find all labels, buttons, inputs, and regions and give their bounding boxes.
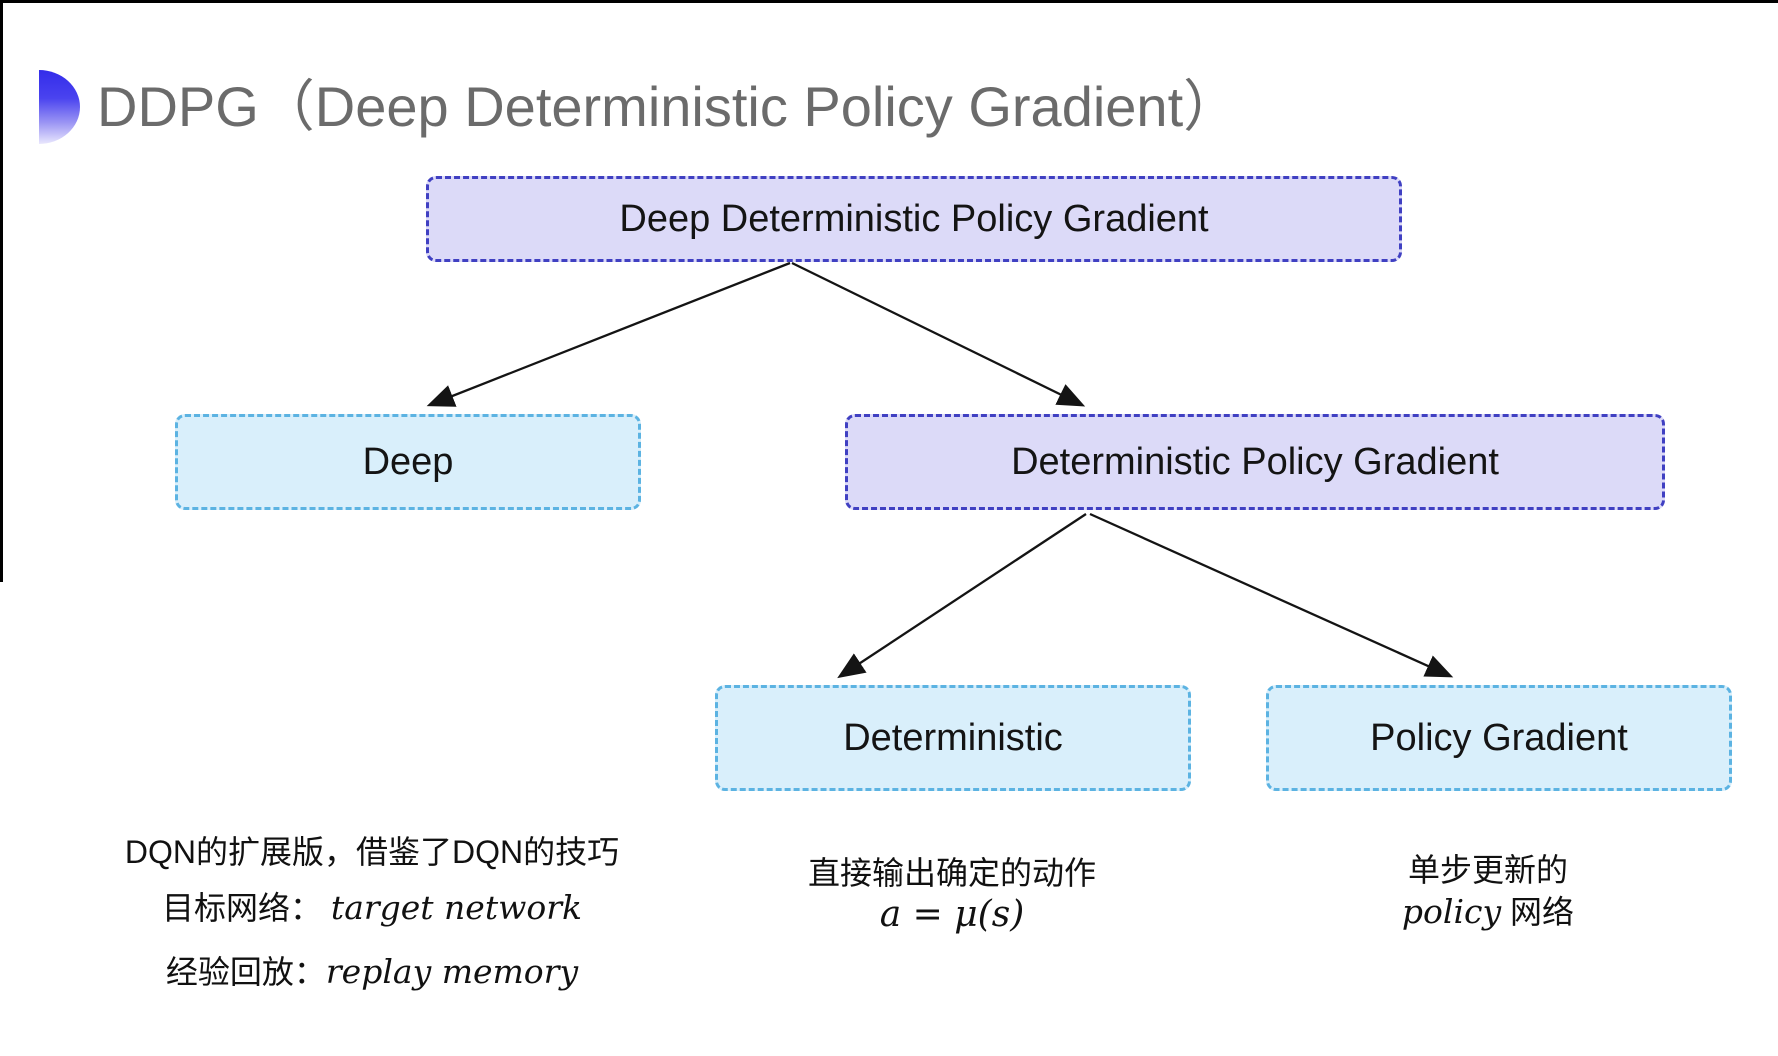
node-deep-deterministic-policy-gradient: Deep Deterministic Policy Gradient bbox=[426, 176, 1402, 262]
blue-semicircle-icon bbox=[39, 70, 80, 144]
note-policy-gradient-line2: policy 网络 bbox=[1402, 892, 1574, 932]
note-zh: 经验回放： bbox=[165, 954, 326, 990]
node-deterministic: Deterministic bbox=[715, 685, 1191, 791]
note-deep-line3: 经验回放：replay memory bbox=[166, 952, 578, 992]
arrow-ddpg-to-deep bbox=[426, 261, 791, 407]
note-deterministic-formula: a = μ(s) bbox=[879, 894, 1025, 935]
node-label: Deterministic Policy Gradient bbox=[1011, 440, 1499, 483]
note-policy-gradient-line1: 单步更新的 bbox=[1407, 852, 1569, 888]
note-zh: 网络 bbox=[1510, 894, 1575, 930]
node-label: Deterministic bbox=[843, 716, 1063, 759]
node-policy-gradient: Policy Gradient bbox=[1266, 685, 1732, 791]
note-en: replay memory bbox=[325, 952, 579, 991]
note-en: target network bbox=[330, 888, 582, 927]
note-deterministic-line1: 直接输出确定的动作 bbox=[807, 855, 1097, 891]
node-deterministic-policy-gradient: Deterministic Policy Gradient bbox=[845, 414, 1665, 510]
note-deep-line1: DQN的扩展版，借鉴了DQN的技巧 bbox=[124, 834, 620, 870]
arrow-ddpg-to-dpg bbox=[791, 261, 1086, 407]
note-en: policy bbox=[1401, 892, 1502, 931]
top-frame-line bbox=[0, 0, 1778, 3]
arrow-dpg-to-policy-gradient bbox=[1089, 512, 1454, 678]
page-title: DDPG（Deep Deterministic Policy Gradient） bbox=[97, 75, 1240, 138]
node-deep: Deep bbox=[175, 414, 641, 510]
arrow-dpg-to-deterministic bbox=[837, 513, 1087, 679]
note-deep-line2: 目标网络： target network bbox=[162, 888, 582, 928]
node-label: Deep Deterministic Policy Gradient bbox=[619, 197, 1209, 240]
node-label: Deep bbox=[362, 440, 454, 483]
left-frame-line bbox=[0, 0, 3, 582]
node-label: Policy Gradient bbox=[1370, 716, 1628, 759]
note-zh: 目标网络： bbox=[162, 890, 323, 926]
